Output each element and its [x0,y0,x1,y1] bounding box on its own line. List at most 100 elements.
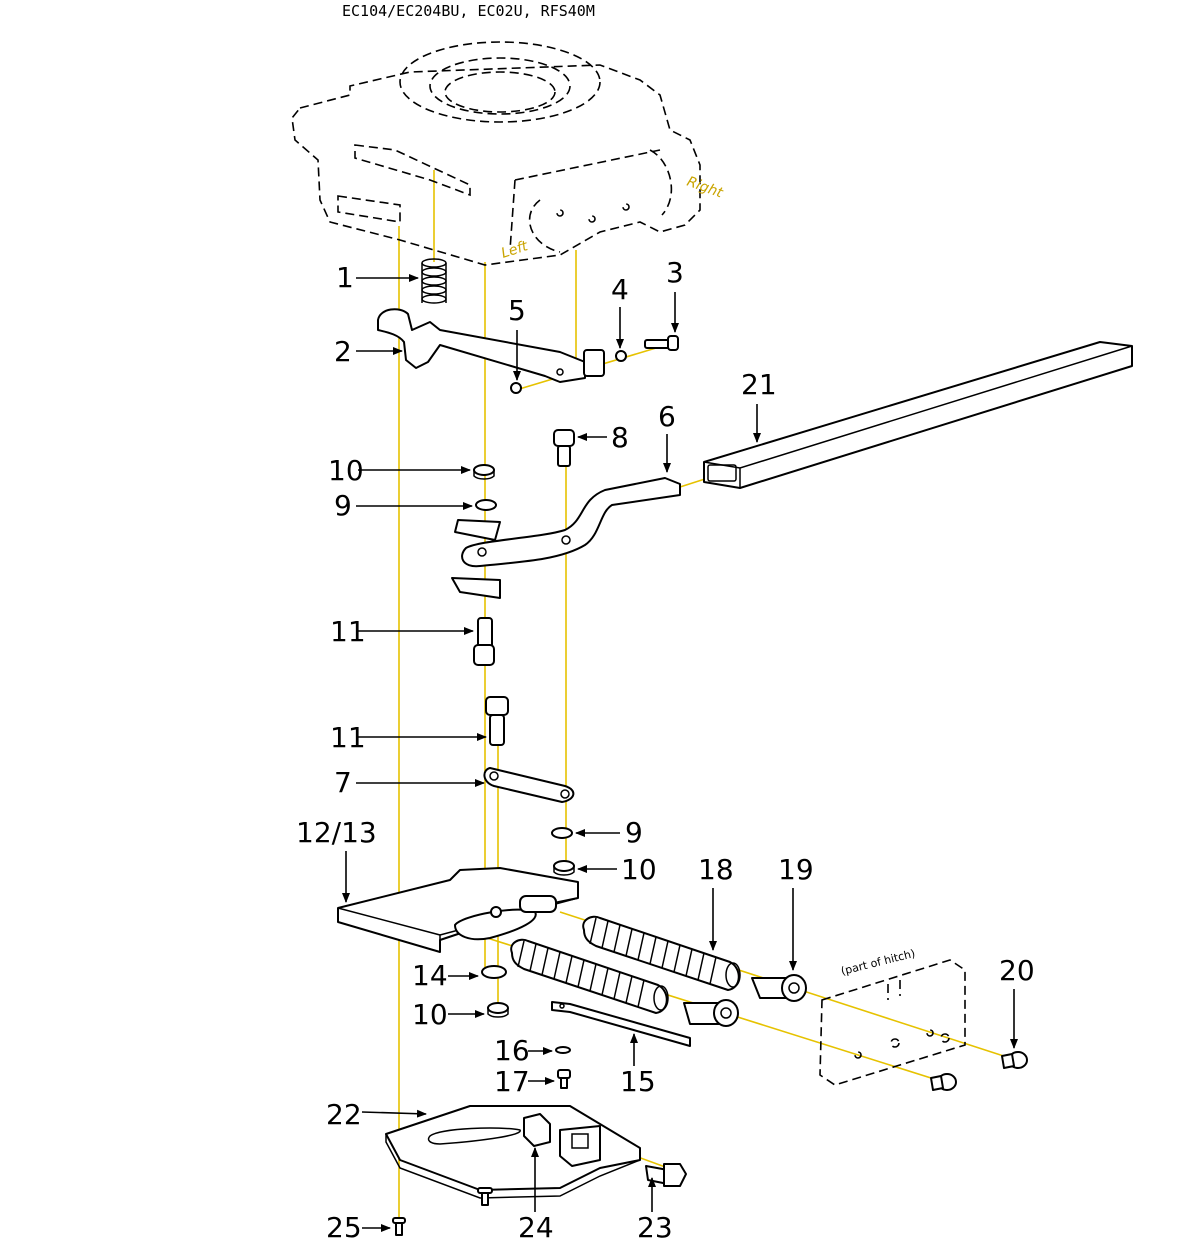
callout-20: 20 [999,954,1035,1049]
callout-10-upper: 10 [328,454,471,487]
part-17-screw [557,1069,571,1089]
callout-19: 19 [778,853,814,971]
callout-3: 3 [666,256,684,333]
callout-10-mid-label: 10 [621,853,657,886]
part-24-clip [523,1113,551,1147]
housing-side-cutouts [528,149,673,253]
callout-22: 22 [326,1098,427,1131]
callout-7: 7 [334,766,485,799]
callout-9-mid: 9 [575,816,643,849]
part-10-nut-lower [487,1002,509,1018]
callout-2: 2 [334,335,403,368]
side-label-right: Right [685,174,726,202]
callout-8: 8 [577,421,629,454]
plate-screw [477,1187,493,1206]
callout-10-upper-label: 10 [328,454,364,487]
callout-3-label: 3 [666,256,684,289]
callout-14: 14 [412,959,479,992]
part-15-rod [551,1001,691,1047]
housing-outline [291,64,701,266]
callout-25-label: 25 [326,1211,362,1239]
turntable-bore [444,71,556,113]
callout-22-label: 22 [326,1098,362,1131]
callout-15-label: 15 [620,1065,656,1098]
callout-10-mid: 10 [577,853,657,886]
callout-9-upper: 9 [334,489,473,522]
diagram-title: EC104/EC204BU, EC02U, RFS40M [342,2,595,20]
callout-10-lower: 10 [412,998,485,1031]
turntable-ring-inner [429,57,571,115]
callout-17: 17 [494,1065,555,1098]
hitch-plate: (part of hitch) [819,947,966,1086]
callout-18: 18 [698,853,734,951]
callout-2-label: 2 [334,335,352,368]
part-22-slot [427,1127,521,1145]
part-1-compression-spring [421,258,447,304]
part-22-base-plate [385,1105,641,1199]
callout-12-13: 12/13 [296,816,377,903]
part-12-13-locking-slide [337,867,579,953]
callout-1-label: 1 [336,261,354,294]
callout-21: 21 [741,368,777,443]
part-10-nut-mid [553,860,575,876]
callout-4-label: 4 [611,273,629,306]
callout-5: 5 [508,294,526,381]
callout-16: 16 [494,1034,553,1067]
callout-11-lower: 11 [330,721,487,754]
part-2-release-lever [377,308,605,383]
part-4-washer [615,350,627,362]
part-19-spring-plugs [683,974,807,1027]
callout-4: 4 [611,273,629,349]
housing-slot-upper [354,144,471,197]
side-label-left: Left [499,238,530,262]
part-6-handle-arm [451,477,681,599]
part-25-screw [392,1217,406,1236]
housing-slot-lower [337,195,401,223]
part-16-washer [555,1046,571,1054]
callout-17-label: 17 [494,1065,530,1098]
part-10-nut-upper [473,464,495,480]
callout-19-label: 19 [778,853,814,886]
callout-1: 1 [336,261,419,294]
turntable-ring-outer [399,41,601,123]
part-11-pin-upper [473,617,495,666]
callout-12-13-label: 12/13 [296,816,377,849]
callout-23-label: 23 [637,1211,673,1239]
part-20-screws [930,1051,1028,1091]
callout-8-label: 8 [611,421,629,454]
callout-11-upper: 11 [330,615,474,648]
callout-21-label: 21 [741,368,777,401]
callout-15: 15 [620,1033,656,1098]
housing-edge [509,149,661,251]
callout-18-label: 18 [698,853,734,886]
part-23-bolt [645,1163,687,1187]
callout-5-label: 5 [508,294,526,327]
callout-6: 6 [658,400,676,473]
callout-14-label: 14 [412,959,448,992]
callout-6-label: 6 [658,400,676,433]
part-9-washer-mid [551,827,573,839]
housing-hole-1 [556,209,564,217]
part-7-link-plate [483,767,575,803]
part-12-13-pin-boss [519,895,557,913]
housing-hole-3 [622,203,630,211]
part-14-washer [481,965,507,979]
coupling-housing: Left Right [291,41,726,266]
callout-9-mid-label: 9 [625,816,643,849]
part-18-springs [510,915,741,1014]
part-21-handle-tube [703,341,1133,489]
callout-9-upper-label: 9 [334,489,352,522]
callout-16-label: 16 [494,1034,530,1067]
callout-23: 23 [637,1177,673,1244]
callout-10-lower-label: 10 [412,998,448,1031]
callout-25: 25 [326,1211,391,1244]
part-11-pin-lower [485,696,509,746]
callout-7-label: 7 [334,766,352,799]
part-8-shoulder-bolt [553,429,575,467]
housing-hole-2 [588,215,596,223]
callout-20-label: 20 [999,954,1035,987]
part-9-washer-upper [475,499,497,511]
part-2-clevis [583,349,605,377]
